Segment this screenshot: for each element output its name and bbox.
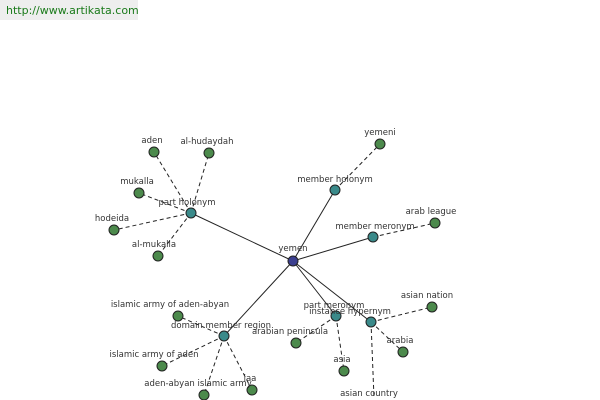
- edge-domain-member-region: [223, 260, 294, 337]
- leaf-label-asian-nation: asian nation: [401, 291, 453, 301]
- edge-leaf-arab-league: [372, 222, 436, 238]
- relation-label-instance-hypernym: instance hypernym: [309, 307, 391, 317]
- edge-leaf-iaa: [223, 335, 253, 391]
- leaf-label-al-mukalla: al-mukalla: [132, 240, 176, 250]
- relation-label-member-holonym: member holonym: [297, 175, 372, 185]
- leaf-node-hodeida[interactable]: [108, 224, 120, 236]
- relation-label-part-holonym: part holonym: [159, 198, 216, 208]
- leaf-node-islamic-army-of-aden-abyan[interactable]: [172, 310, 184, 322]
- edge-member-meronym: [292, 236, 374, 262]
- leaf-label-asian-country: asian country: [340, 389, 398, 399]
- leaf-label-iaa: iaa: [244, 374, 257, 384]
- edge-part-meronym: [292, 260, 337, 317]
- leaf-node-yemeni[interactable]: [374, 138, 386, 150]
- center-edges: [190, 189, 374, 337]
- edge-leaf-al-hudaydah: [190, 152, 210, 214]
- site-url-link[interactable]: http://www.artikata.com: [6, 4, 139, 17]
- leaf-label-islamic-army-of-aden-abyan: islamic army of aden-abyan: [111, 300, 229, 310]
- edge-leaf-asian-nation: [370, 306, 433, 323]
- edge-leaf-aden-abyan-islamic-army: [203, 335, 225, 396]
- edge-leaf-aden: [153, 151, 192, 214]
- edge-leaf-islamic-army-of-aden: [161, 335, 225, 367]
- edge-part-holonym: [190, 212, 294, 262]
- leaf-node-aden-abyan-islamic-army[interactable]: [198, 389, 210, 400]
- relation-node-part-holonym[interactable]: [185, 207, 197, 219]
- leaf-node-arabia[interactable]: [397, 346, 409, 358]
- relation-node-member-holonym[interactable]: [329, 184, 341, 196]
- leaf-node-islamic-army-of-aden[interactable]: [156, 360, 168, 372]
- leaf-node-al-hudaydah[interactable]: [203, 147, 215, 159]
- leaf-node-mukalla[interactable]: [133, 187, 145, 199]
- leaf-node-aden[interactable]: [148, 146, 160, 158]
- node-labels: yemen part holonym member holonym member…: [95, 128, 457, 399]
- leaf-edges: [113, 143, 436, 399]
- leaf-label-mukalla: mukalla: [120, 177, 154, 187]
- relation-node-member-meronym[interactable]: [367, 231, 379, 243]
- edge-leaf-yemeni: [334, 143, 381, 191]
- edge-member-holonym: [292, 189, 336, 262]
- leaf-node-iaa[interactable]: [246, 384, 258, 396]
- leaf-label-aden-abyan-islamic-army: aden-abyan islamic army: [144, 379, 251, 389]
- relation-label-part-meronym: part meronym: [304, 301, 365, 311]
- edge-leaf-asia: [335, 315, 345, 372]
- leaf-node-arabian-peninsula[interactable]: [290, 337, 302, 349]
- leaf-label-yemeni: yemeni: [364, 128, 396, 138]
- relation-nodes: [185, 184, 379, 342]
- edge-leaf-hodeida: [113, 212, 192, 231]
- center-label: yemen: [278, 244, 307, 254]
- relation-node-part-meronym[interactable]: [330, 310, 342, 322]
- leaf-label-arabia: arabia: [387, 336, 414, 346]
- relation-label-member-meronym: member meronym: [335, 222, 414, 232]
- edge-leaf-arabian-peninsula: [295, 315, 337, 344]
- leaf-node-asia[interactable]: [338, 365, 350, 377]
- url-bar: http://www.artikata.com: [0, 0, 139, 20]
- edge-leaf-islamic-army-of-aden-abyan: [177, 315, 225, 337]
- edge-leaf-arabia: [370, 321, 404, 353]
- relation-node-instance-hypernym[interactable]: [365, 316, 377, 328]
- leaf-node-al-mukalla[interactable]: [152, 250, 164, 262]
- leaf-label-al-hudaydah: al-hudaydah: [180, 137, 233, 147]
- leaf-label-arab-league: arab league: [406, 207, 457, 217]
- leaf-label-hodeida: hodeida: [95, 214, 129, 224]
- relation-node-domain-member-region[interactable]: [218, 330, 230, 342]
- edge-leaf-asian-country: [370, 321, 375, 399]
- edge-leaf-mukalla: [138, 192, 192, 214]
- leaf-node-arab-league[interactable]: [429, 217, 441, 229]
- leaf-node-asian-nation[interactable]: [426, 301, 438, 313]
- leaf-label-asia: asia: [333, 355, 350, 365]
- edge-instance-hypernym: [292, 260, 372, 323]
- relation-label-domain-member-region: domain member region: [171, 321, 271, 331]
- edge-leaf-al-mukalla: [157, 212, 192, 257]
- leaf-label-arabian-peninsula: arabian peninsula: [252, 327, 328, 337]
- center-node-yemen[interactable]: [287, 255, 299, 267]
- leaf-label-aden: aden: [141, 136, 162, 146]
- leaf-nodes: [108, 138, 441, 400]
- leaf-label-islamic-army-of-aden: islamic army of aden: [109, 350, 198, 360]
